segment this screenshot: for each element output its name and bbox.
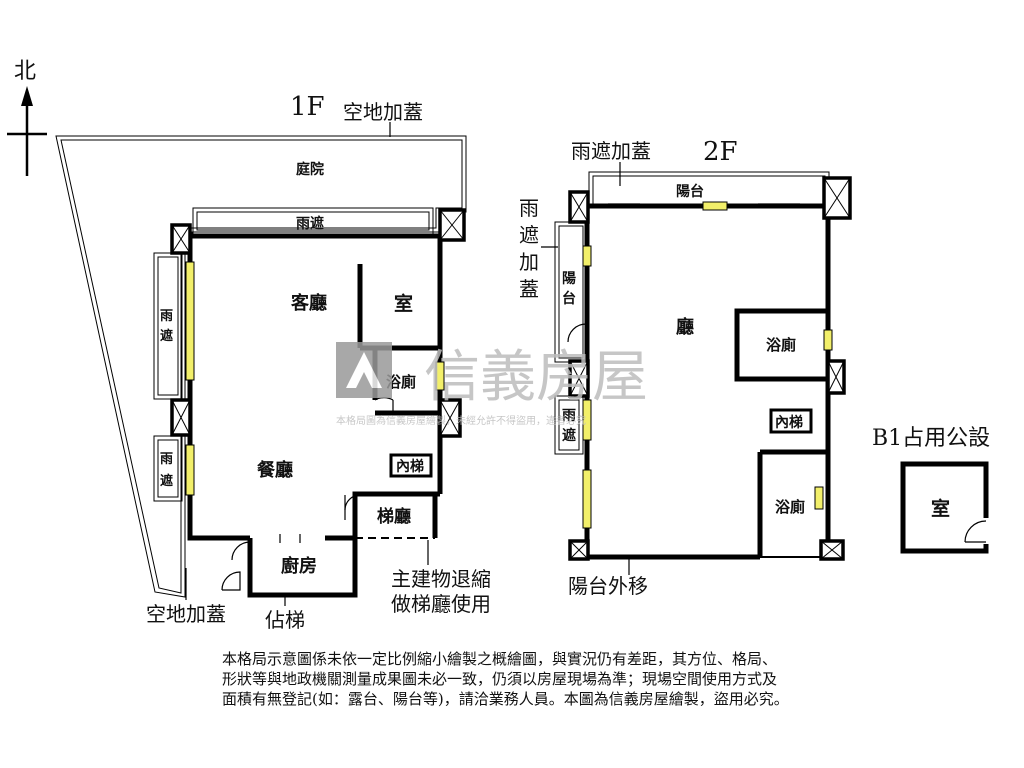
floor2-title: 2F: [703, 137, 738, 167]
watermark-brand: 信義房屋: [424, 345, 648, 410]
floor1-living-label: 客廳: [291, 292, 327, 314]
basement-room-walls: [900, 461, 989, 554]
floor1-window-left1: [185, 261, 195, 381]
floor2-canopy-left-label-b: 遮: [562, 427, 576, 444]
floor1-note-line2: 做梯廳使用: [391, 592, 491, 616]
floor1-title: 1F: [290, 92, 325, 122]
floor2-inner-stair-label: 內梯: [775, 414, 803, 431]
floor1-canopy-left2-label-b: 遮: [160, 473, 173, 489]
floor1-canopy-left2-label-a: 雨: [160, 452, 173, 467]
floor1-canopy-left1-label-b: 遮: [160, 328, 173, 344]
floor2-canopy-addon-side-c: 加: [519, 250, 539, 274]
floor2-balcony-out-label: 陽台外移: [568, 574, 648, 598]
floor2-bath2-label: 浴廁: [775, 498, 805, 516]
floor1-occupied-stair-label: 佔梯: [265, 608, 305, 632]
floor1-note-line1: 主建物退縮: [391, 567, 491, 591]
floor1-canopy-left1-label-a: 雨: [160, 309, 173, 324]
compass-north-label: 北: [14, 59, 36, 84]
watermark: 信義房屋 本格局圖為信義房屋繪製，未經允許不得盜用，違者必究: [336, 342, 648, 427]
floor2-hall-label: 廳: [676, 316, 694, 338]
floor1-canopy-top-label: 雨遮: [296, 215, 324, 232]
floor2-balcony-left-label-a: 陽: [562, 270, 576, 287]
floor2-balcony-left-label-b: 台: [562, 290, 576, 307]
floor1-addon-boundary: [55, 135, 467, 598]
floor1-dining-label: 餐廳: [256, 459, 293, 481]
floor2-canopy-addon-top-label: 雨遮加蓋: [571, 139, 651, 163]
floor2-canopy-addon-side-a: 雨: [519, 196, 539, 220]
basement-b1: B1占用公設 室: [872, 426, 990, 554]
brand-logo-icon: [336, 342, 392, 398]
north-compass: 北: [7, 59, 47, 176]
floor2-canopy-addon-side-d: 蓋: [519, 277, 539, 301]
floor1-bath-label: 浴廁: [386, 373, 416, 391]
floor2-canopy-left-label-a: 雨: [562, 408, 576, 424]
floor2-window-left3: [582, 469, 592, 529]
floor1-kitchen-label: 廚房: [281, 555, 317, 577]
watermark-small-text: 本格局圖為信義房屋繪製，未經允許不得盜用，違者必究: [336, 414, 586, 427]
floor1-inner-stair-label: 內梯: [396, 458, 424, 475]
floor2-window-left1: [582, 245, 592, 267]
floor1-addon-boundary-inner: [60, 139, 463, 594]
floor1-bottom-addon-label: 空地加蓋: [146, 602, 226, 626]
disclaimer-line1: 本格局示意圖係未依一定比例縮小繪製之概繪圖，與實況仍有差距，其方位、格局、: [222, 650, 778, 668]
basement-title: B1占用公設: [872, 426, 990, 451]
floor1-canopy-left1: [153, 252, 183, 400]
floor1-window-bath: [435, 361, 445, 391]
floor1-top-addon-label: 空地加蓋: [343, 100, 423, 124]
floor2-canopy-addon-side-b: 遮: [519, 223, 539, 247]
floor1-structural-columns: [170, 208, 466, 438]
disclaimer-line3: 面積有無登記(如：露台、陽台等)，請洽業務人員。本圖為信義房屋繪製，盜用必究。: [222, 690, 789, 708]
floor1-room-label: 室: [394, 292, 413, 315]
north-arrow-icon: [21, 86, 33, 106]
disclaimer-line2: 形狀等與地政機關測量成果圖未必一致，仍須以房屋現場為準；現場空間使用方式及: [222, 670, 778, 688]
basement-room-label: 室: [931, 497, 950, 520]
disclaimer-text: 本格局示意圖係未依一定比例縮小繪製之概繪圖，與實況仍有差距，其方位、格局、 形狀…: [222, 649, 922, 709]
floor-1f: 1F 空地加蓋 庭院 雨遮: [55, 92, 491, 632]
floor1-window-left2: [185, 444, 195, 496]
floor2-window-top: [702, 201, 728, 211]
floor1-outer-wall: [187, 232, 250, 541]
floor1-canopy-left2: [153, 435, 183, 502]
floor2-balcony-top-label: 陽台: [676, 183, 704, 200]
floor2-window-bath2: [814, 486, 824, 510]
floor1-stair-hall-label: 梯廳: [377, 506, 411, 527]
floor2-window-left2: [582, 399, 592, 441]
floor2-window-bath1: [823, 329, 833, 351]
floor2-bath1-label: 浴廁: [766, 336, 796, 354]
floor2-balcony-left: [554, 221, 588, 363]
floor-2f: 雨遮加蓋 2F 陽台 雨 遮: [519, 137, 852, 598]
floor1-courtyard-label: 庭院: [296, 161, 324, 178]
